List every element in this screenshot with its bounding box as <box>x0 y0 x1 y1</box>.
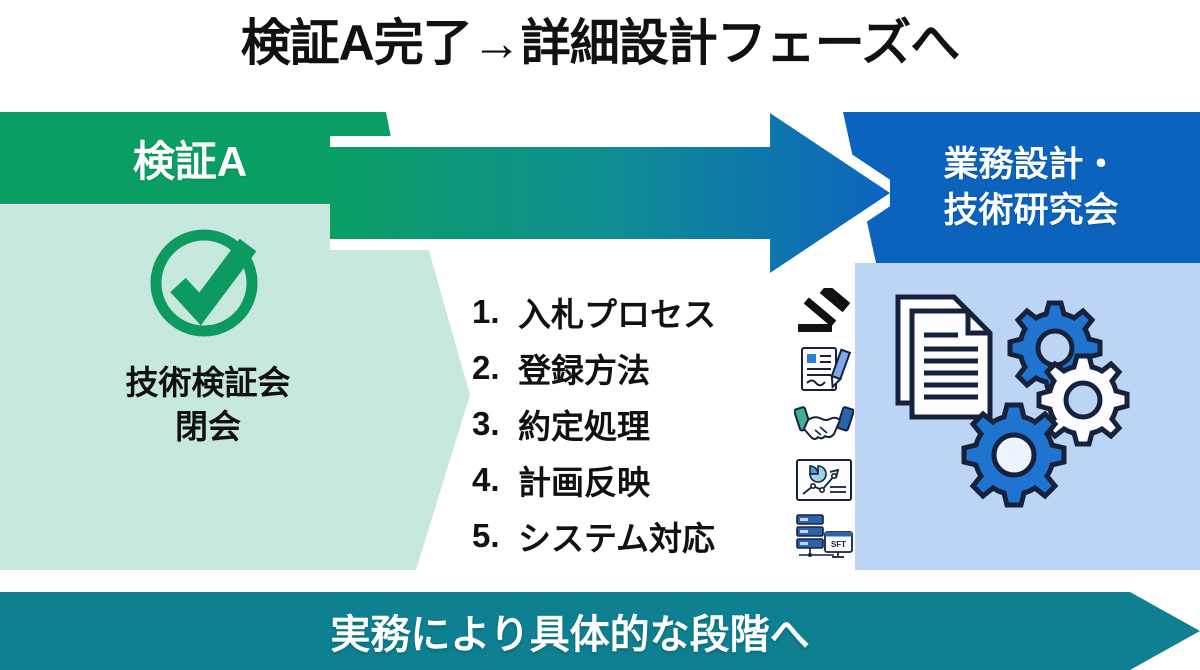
list-item: 5. システム対応 SFT <box>472 508 854 564</box>
right-panel-header-label: 業務設計・ 技術研究会 <box>872 112 1190 263</box>
step-number: 1. <box>472 293 500 330</box>
left-panel-header-label: 検証A <box>132 137 248 185</box>
gavel-icon <box>794 288 854 336</box>
handshake-icon <box>794 400 854 448</box>
list-item: 4. 計画反映 <box>472 452 854 508</box>
bottom-banner <box>0 592 1200 670</box>
list-item: 2. 登録方法 <box>472 340 854 396</box>
step-label: 計画反映 <box>518 464 650 501</box>
step-label: システム対応 <box>518 520 716 557</box>
step-number: 3. <box>472 405 500 442</box>
list-item: 3. 約定処理 <box>472 396 854 452</box>
step-number: 5. <box>472 517 500 554</box>
left-panel-body-line1: 技術検証会 <box>125 364 291 401</box>
documents-icon <box>895 294 993 420</box>
right-panel-header-line2: 技術研究会 <box>943 190 1119 230</box>
gears-icon <box>961 300 1130 508</box>
step-number: 4. <box>472 461 500 498</box>
step-label: 登録方法 <box>518 352 650 389</box>
right-panel-icons <box>880 275 1130 520</box>
left-panel-content: 技術検証会 閉会 <box>0 205 416 570</box>
document-pen-icon <box>794 344 854 392</box>
bottom-banner-label: 実務により具体的な段階へ <box>330 613 810 657</box>
chart-board-icon <box>794 456 854 504</box>
left-panel-body-text: 技術検証会 閉会 <box>126 361 291 448</box>
page-title: 検証A完了→詳細設計フェーズへ <box>240 15 961 71</box>
right-panel-header-line1: 業務設計・ <box>943 145 1119 184</box>
server-icon-label: SFT <box>831 540 846 549</box>
step-label: 約定処理 <box>518 408 650 445</box>
right-panel-header <box>843 112 1200 263</box>
step-number: 2. <box>472 349 500 386</box>
left-panel-body-line2: 閉会 <box>175 407 241 445</box>
step-label: 入札プロセス <box>518 296 716 333</box>
list-item: 1. 入札プロセス <box>472 284 854 340</box>
steps-list: 1. 入札プロセス 2. 登録方法 <box>472 284 854 564</box>
check-circle-icon <box>150 229 258 337</box>
server-monitor-icon: SFT <box>794 512 854 560</box>
